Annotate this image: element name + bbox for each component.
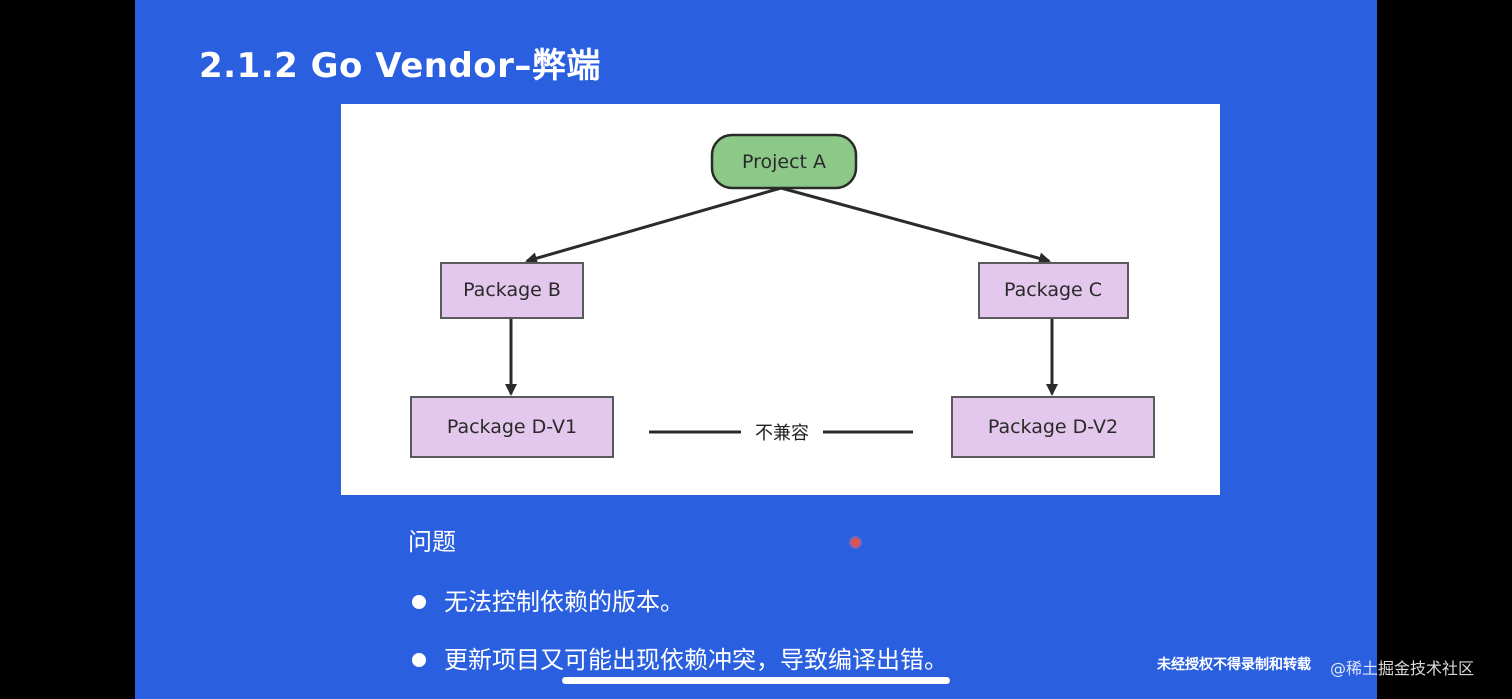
slide: 2.1.2 Go Vendor–弊端 不兼容 Project A Package… [135, 0, 1377, 699]
list-item: 更新项目又可能出现依赖冲突，导致编译出错。 [410, 642, 948, 699]
problem-text: 更新项目又可能出现依赖冲突，导致编译出错。 [444, 646, 948, 674]
list-item: 无法控制依赖的版本。 [410, 584, 948, 642]
node-project-a [710, 133, 858, 190]
problem-list: 无法控制依赖的版本。 更新项目又可能出现依赖冲突，导致编译出错。 [410, 584, 948, 699]
diagram-panel: 不兼容 Project A Package B Package C Packag… [341, 104, 1220, 495]
node-package-c-label: Package C [1004, 279, 1102, 301]
node-package-b-label: Package B [463, 279, 561, 301]
node-package-d-v2-label: Package D-V2 [988, 416, 1118, 438]
node-package-b [440, 262, 584, 319]
dependency-diagram: 不兼容 Project A Package B Package C Packag… [410, 133, 1155, 458]
problem-heading: 问题 [408, 528, 456, 556]
edge-a-to-c [780, 186, 1051, 265]
edge-a-to-b [525, 186, 782, 265]
problem-text: 无法控制依赖的版本。 [444, 588, 684, 616]
bullet-dot-icon [412, 595, 426, 609]
watermark-site: @稀土掘金技术社区 [1330, 659, 1475, 678]
node-package-c [978, 262, 1129, 319]
node-package-d-v1-label: Package D-V1 [447, 416, 577, 438]
watermark-notice: 未经授权不得录制和转载 [1157, 657, 1311, 673]
laser-pointer-icon [851, 538, 860, 547]
node-project-a-label: Project A [742, 151, 826, 173]
node-package-d-v1 [410, 396, 614, 458]
bullet-dot-icon [412, 653, 426, 667]
home-indicator[interactable] [562, 677, 950, 684]
slide-title: 2.1.2 Go Vendor–弊端 [199, 46, 601, 86]
incompatible-label: 不兼容 [755, 423, 809, 444]
node-package-d-v2 [951, 396, 1155, 458]
